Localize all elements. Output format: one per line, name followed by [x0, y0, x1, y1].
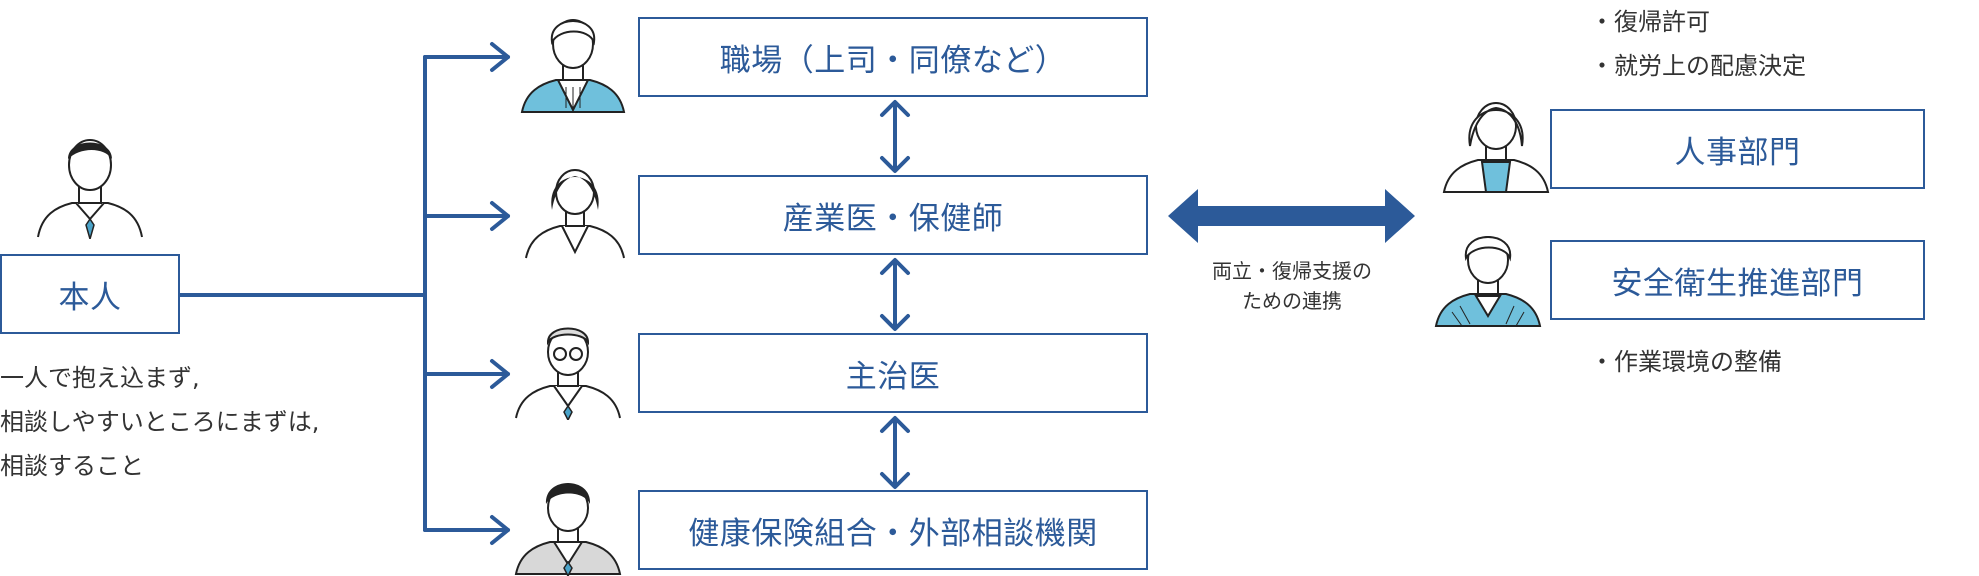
- workplace-label: 職場（上司・同僚など）: [719, 42, 1067, 79]
- safety-label: 安全衛生推進部門: [1611, 265, 1864, 302]
- physician-person-icon: [515, 327, 621, 420]
- hr-person-icon: [1442, 102, 1550, 193]
- self-note-line: 相談すること: [0, 452, 144, 480]
- physician-label: 主治医: [845, 358, 941, 395]
- self-note: 一人で抱え込まず, 相談しやすいところにまずは, 相談すること: [0, 356, 319, 488]
- self-label: 本人: [58, 279, 122, 316]
- hr-notes: ・復帰許可 ・就労上の配慮決定: [1590, 0, 1806, 88]
- branch-arrowhead-occupational: [490, 201, 510, 231]
- link-double-arrow: [1168, 189, 1415, 243]
- self-box: 本人: [0, 254, 180, 334]
- external-consult-label: 健康保険組合・外部相談機関: [688, 515, 1098, 552]
- link-label: 両立・復帰支援の ための連携: [1162, 256, 1422, 316]
- self-person-icon: [37, 139, 143, 239]
- hr-note-line: ・就労上の配慮決定: [1590, 52, 1806, 80]
- safety-note-line: ・作業環境の整備: [1590, 348, 1782, 376]
- hr-box: 人事部門: [1550, 109, 1925, 189]
- branch-arrowhead-physician: [490, 359, 510, 389]
- occupational-person-icon: [525, 169, 625, 259]
- safety-person-icon: [1434, 236, 1542, 327]
- workplace-person-icon: [520, 19, 626, 113]
- physician-box: 主治医: [638, 333, 1148, 413]
- self-note-line: 一人で抱え込まず,: [0, 364, 200, 392]
- occupational-health-label: 産業医・保健師: [782, 200, 1004, 237]
- external-person-icon: [514, 483, 622, 576]
- hr-note-line: ・復帰許可: [1590, 8, 1710, 36]
- safety-box: 安全衛生推進部門: [1550, 240, 1925, 320]
- occupational-health-box: 産業医・保健師: [638, 175, 1148, 255]
- self-note-line: 相談しやすいところにまずは,: [0, 408, 320, 436]
- branch-arrowhead-workplace: [490, 42, 510, 72]
- workplace-box: 職場（上司・同僚など）: [638, 17, 1148, 97]
- link-label-line2: ための連携: [1242, 289, 1342, 313]
- hr-label: 人事部門: [1674, 134, 1801, 171]
- branch-arrowhead-external: [490, 515, 510, 545]
- safety-notes: ・作業環境の整備: [1590, 340, 1782, 384]
- external-consult-box: 健康保険組合・外部相談機関: [638, 490, 1148, 570]
- link-label-line1: 両立・復帰支援の: [1212, 259, 1372, 283]
